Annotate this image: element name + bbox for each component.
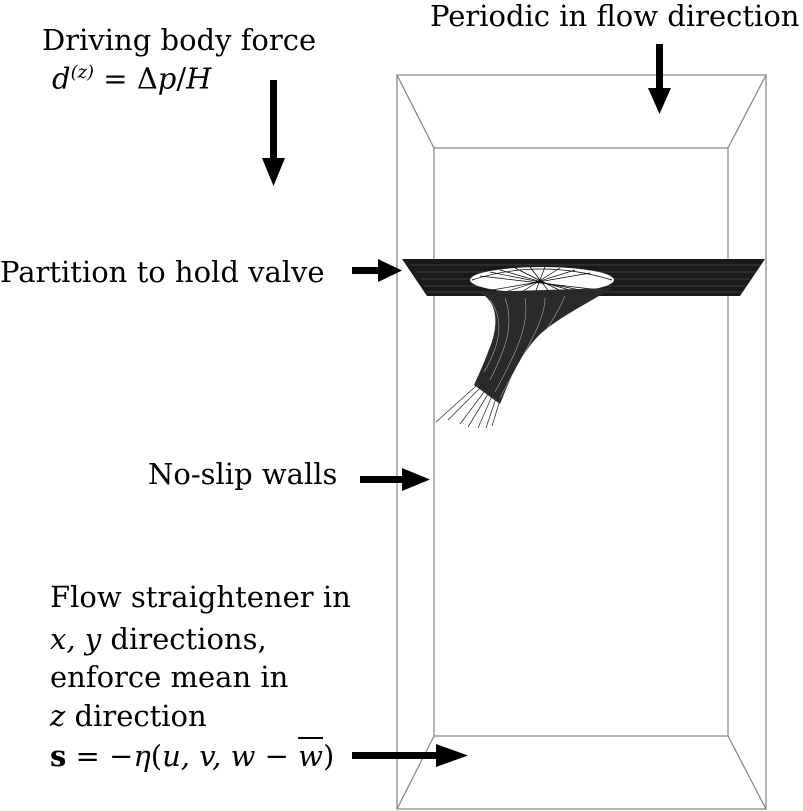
straightener-directions: directions, — [101, 622, 267, 656]
domain-box — [396, 74, 767, 810]
eq-s: s — [50, 739, 67, 773]
straightener-line-3: enforce mean in — [50, 660, 289, 694]
eq-open-paren: ( — [150, 739, 163, 773]
arrows — [262, 44, 671, 767]
straightener-line-2: x, y directions, — [50, 625, 267, 654]
driving-force-equation: d(z) = Δp/H — [52, 64, 211, 94]
straightener-direction: direction — [65, 699, 207, 733]
valve-leaflets — [435, 385, 501, 429]
eq-d: d — [52, 61, 71, 96]
eq-equals-minus: = − — [66, 739, 134, 773]
box-outer-frame — [396, 74, 767, 810]
eq-close-paren: ) — [322, 739, 335, 773]
straightener-line-1: Flow straightener in — [50, 580, 351, 614]
eq-eta: η — [133, 739, 151, 773]
eq-uvw: u, v, w — [162, 739, 256, 773]
partition-label: Partition to hold valve — [0, 255, 325, 289]
periodic-label: Periodic in flow direction — [430, 0, 800, 33]
straightener-line-4: z direction — [50, 702, 207, 731]
box-edge-top-right — [727, 74, 767, 149]
walls-arrow — [360, 468, 430, 491]
valve-mesh-lines — [471, 266, 613, 294]
straightener-equation: s = −η(u, v, w − w) — [50, 742, 334, 771]
eq-wbar: w — [298, 739, 323, 773]
valve-opening — [470, 267, 614, 293]
eq-slash: / — [176, 61, 187, 96]
box-edge-bottom-right — [727, 735, 767, 810]
box-inner-frame — [433, 147, 729, 737]
eq-h: H — [186, 61, 212, 96]
driving-force-arrow — [262, 80, 285, 186]
straightener-arrow — [352, 744, 468, 767]
eq-p: p — [157, 61, 177, 96]
walls-label: No-slip walls — [148, 457, 338, 491]
box-edge-bottom-left — [396, 735, 435, 810]
valve-tube-body — [474, 288, 612, 404]
valve-tube — [435, 288, 612, 429]
straightener-z: z — [50, 699, 66, 733]
driving-force-label: Driving body force — [42, 23, 317, 57]
partition-arrow — [352, 259, 402, 282]
straightener-xy: x, y — [50, 622, 102, 656]
periodic-arrow — [648, 44, 671, 114]
eq-minus: − — [255, 739, 299, 773]
eq-equals-delta: = Δ — [94, 61, 158, 96]
box-edge-top-left — [396, 74, 435, 149]
eq-d-superscript: (z) — [70, 62, 95, 83]
